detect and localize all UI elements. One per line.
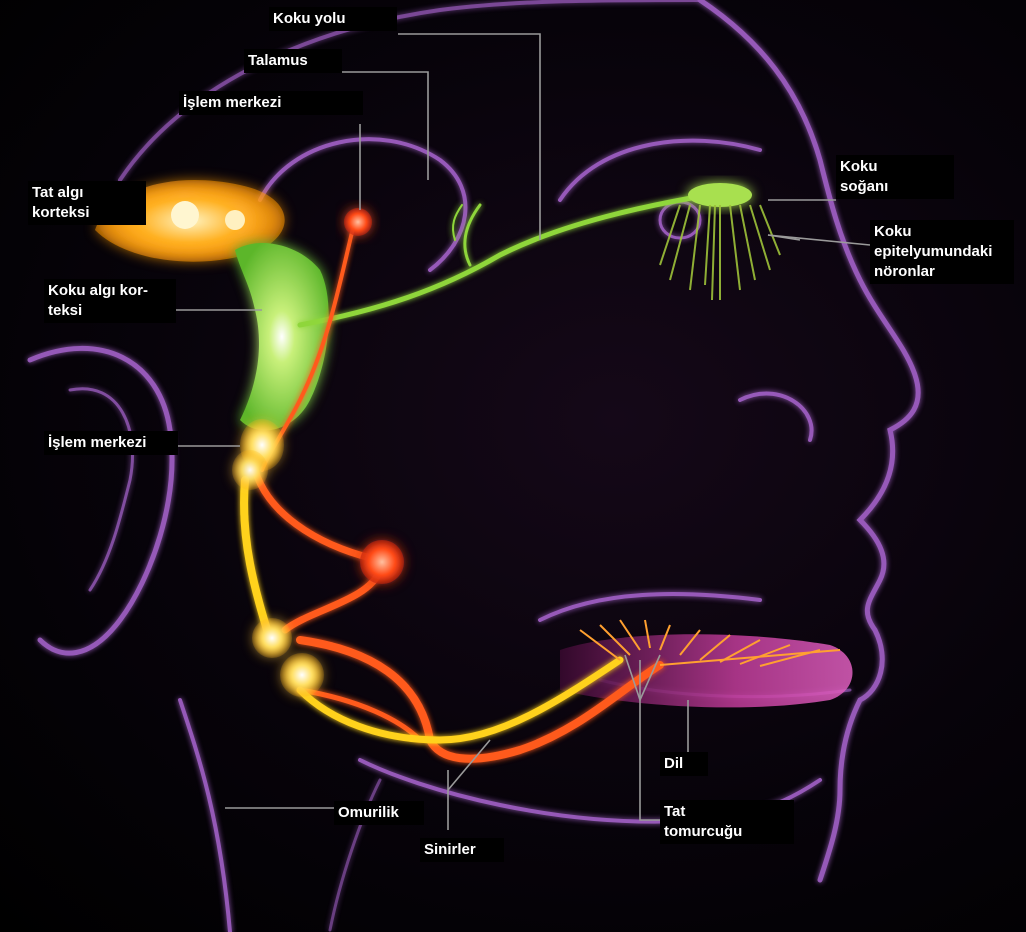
olfactory-neurons bbox=[660, 205, 780, 300]
label-omurilik: Omurilik bbox=[334, 801, 424, 825]
label-tat-algi-korteksi: Tat algı korteksi bbox=[28, 181, 146, 225]
ganglion-node-orange bbox=[360, 540, 404, 584]
label-line: Koku bbox=[874, 222, 1010, 242]
olfactory-cortex-shape bbox=[235, 243, 329, 430]
label-line: Tat algı bbox=[32, 183, 142, 203]
label-line: soğanı bbox=[840, 177, 950, 197]
label-koku-algi-korteksi: Koku algı kor- teksi bbox=[44, 279, 176, 323]
label-islem-merkezi-mid: İşlem merkezi bbox=[44, 431, 178, 455]
label-line: teksi bbox=[48, 301, 172, 321]
processing-center-mid-node bbox=[232, 419, 284, 490]
label-tat-tomurcugu: Tat tomurcuğu bbox=[660, 800, 794, 844]
label-koku-yolu: Koku yolu bbox=[269, 7, 397, 31]
label-line: epitelyumundaki bbox=[874, 242, 1010, 262]
ganglion-node-yellow bbox=[252, 618, 324, 697]
label-islem-merkezi-top: İşlem merkezi bbox=[179, 91, 363, 115]
label-line: korteksi bbox=[32, 203, 142, 223]
olfactory-tract bbox=[300, 190, 740, 325]
label-talamus: Talamus bbox=[244, 49, 342, 73]
label-line: Tat bbox=[664, 802, 790, 822]
label-koku-sogani: Koku soğanı bbox=[836, 155, 954, 199]
label-line: tomurcuğu bbox=[664, 822, 790, 842]
label-line: nöronlar bbox=[874, 262, 1010, 282]
olfactory-bulb-shape bbox=[688, 183, 752, 207]
label-line: Koku algı kor- bbox=[48, 281, 172, 301]
label-line: Koku bbox=[840, 157, 950, 177]
label-dil: Dil bbox=[660, 752, 708, 776]
label-sinirler: Sinirler bbox=[420, 838, 504, 862]
label-koku-epitelyumundaki-noronlar: Koku epitelyumundaki nöronlar bbox=[870, 220, 1014, 284]
head-outline bbox=[30, 0, 918, 932]
processing-center-top-node bbox=[344, 208, 372, 236]
